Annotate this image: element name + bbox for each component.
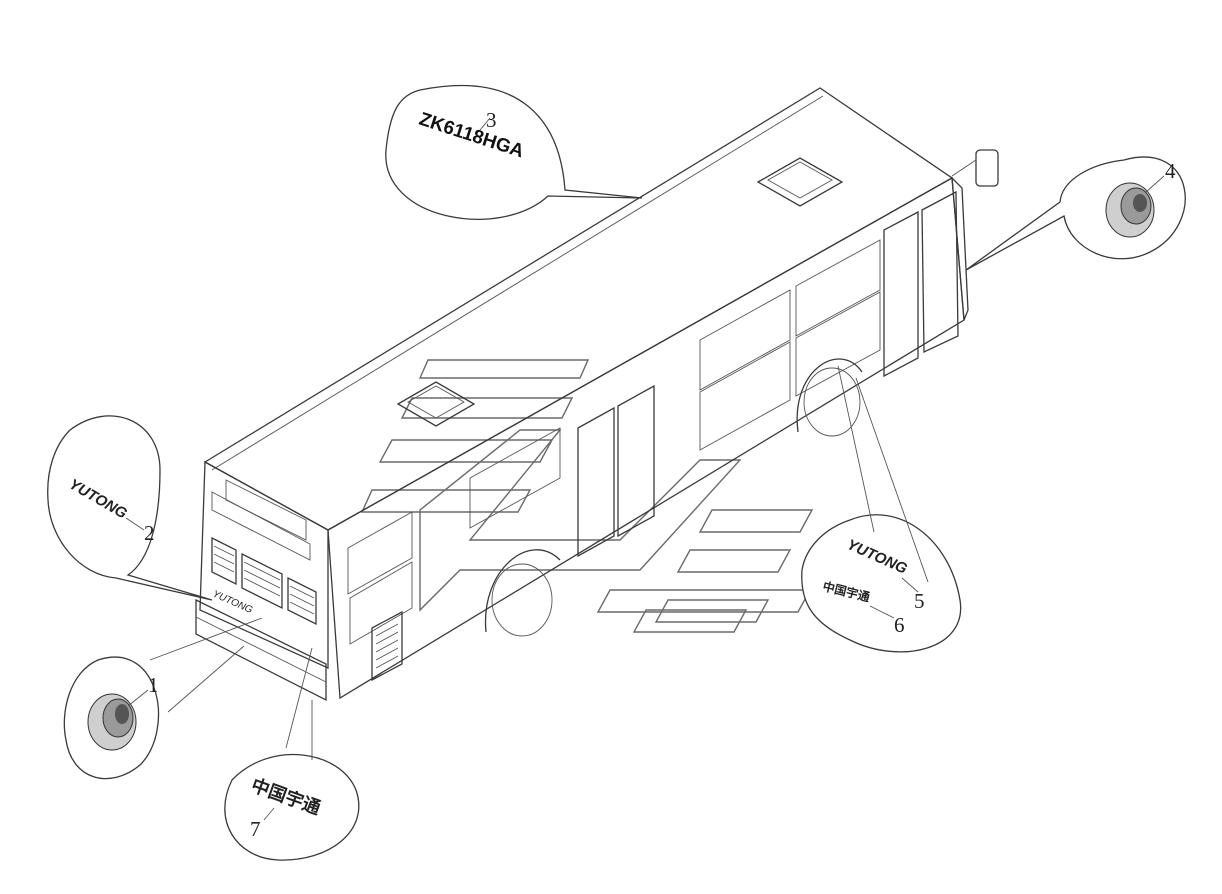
callout-1: 1: [63, 617, 263, 780]
callout-number-5: 5: [914, 589, 925, 613]
callout-3: ZK6118HGA 3: [385, 85, 643, 220]
rear-wheel-arch: [796, 358, 863, 433]
callout-number-4: 4: [1165, 159, 1176, 183]
callout-number-7: 7: [250, 817, 261, 841]
front-bumper: [195, 598, 327, 702]
roof-hatch-rear: [756, 157, 844, 207]
front-grille: [211, 536, 317, 626]
front-nameplate: YUTONG: [211, 589, 255, 616]
callout-5-6: YUTONG 5 中国宇通 6: [801, 365, 962, 653]
watermark-logo: [360, 359, 814, 633]
rear-camera: [951, 149, 999, 187]
front-logo-emblem-icon: [87, 693, 137, 751]
front-wheel-arch: [484, 549, 561, 633]
callout-number-6: 6: [894, 613, 905, 637]
side-engine-grille: [371, 610, 403, 682]
callout-2: YUTONG 2: [47, 415, 213, 601]
doors: [577, 190, 959, 558]
side-windows: [347, 239, 881, 645]
roof-hatch-front: [396, 381, 476, 427]
callout-7: 中国宇通 7: [224, 647, 360, 861]
callout-number-3: 3: [486, 108, 497, 132]
callout-number-1: 1: [148, 673, 159, 697]
callout-number-2: 2: [144, 521, 155, 545]
rear-logo-emblem-icon: [1105, 182, 1155, 238]
callout-4: 4: [965, 156, 1186, 271]
bus-front-face: [199, 460, 329, 670]
